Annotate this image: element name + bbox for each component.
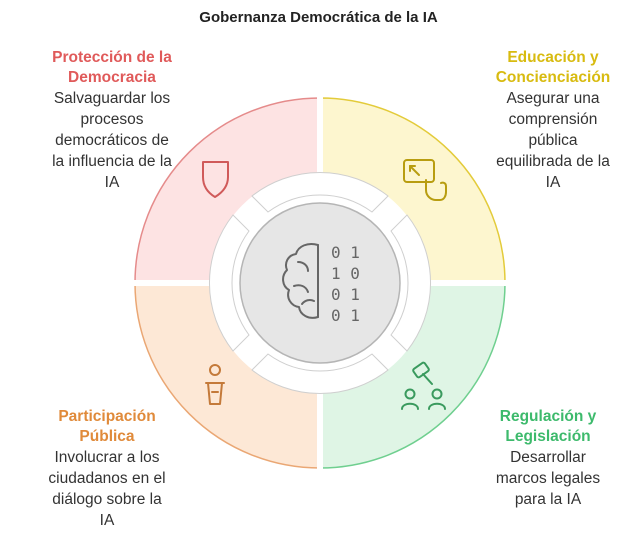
gavel-people-icon	[401, 361, 446, 410]
heading-line: Concienciación	[495, 69, 611, 86]
description-line: Salvaguardar los	[53, 90, 171, 107]
description-line: Asegurar una	[506, 90, 600, 107]
description-line: equilibrada de la	[496, 153, 610, 170]
description-line: IA	[99, 512, 115, 529]
binary-row: 0 1	[331, 285, 360, 304]
quadrant-description: Salvaguardar los procesos democráticos de l…	[22, 88, 202, 193]
description-line: para la IA	[514, 491, 582, 508]
binary-row: 1 0	[331, 264, 360, 283]
description-line: marcos legales	[495, 470, 601, 487]
quadrant-br-text: Regulación y Legislación Desarrollar marco…	[468, 407, 628, 510]
heading-line: Protección de la	[52, 49, 172, 66]
description-line: ciudadanos en el	[48, 470, 166, 487]
binary-digits: 0 1 1 0 0 1 0 1	[331, 243, 360, 325]
connector-arc-left	[209, 214, 250, 352]
description-line: comprensión	[508, 111, 598, 128]
heading-line: Participación	[58, 408, 156, 425]
touchscreen-icon	[403, 159, 447, 201]
heading-line: Educación y	[507, 49, 599, 66]
description-line: Desarrollar	[510, 449, 586, 466]
quadrant-tl-text: Protección de la Democracia Salvaguardar …	[22, 48, 202, 193]
quadrant-heading: Educación y Concienciación	[478, 48, 628, 88]
connector-arc-bottom	[251, 353, 389, 394]
binary-row: 0 1	[331, 243, 360, 262]
description-line: procesos	[80, 111, 144, 128]
description-line: la influencia de la	[52, 153, 172, 170]
description-line: diálogo sobre la	[52, 491, 162, 508]
quadrant-heading: Regulación y Legislación	[468, 407, 628, 447]
description-line: IA	[104, 174, 120, 191]
description-line: democráticos de	[55, 132, 169, 149]
quadrant-description: Involucrar a los ciudadanos en el diálogo …	[22, 447, 192, 531]
description-line: Involucrar a los	[54, 449, 160, 466]
connector-arc-top	[251, 172, 389, 213]
heading-line: Regulación y	[499, 408, 597, 425]
description-line: pública	[528, 132, 578, 149]
brain-binary-icon	[282, 243, 319, 319]
heading-line: Democracia	[68, 69, 156, 86]
heading-line: Legislación	[505, 428, 591, 445]
quadrant-heading: Protección de la Democracia	[22, 48, 202, 88]
diagram-title: Gobernanza Democrática de la IA	[199, 9, 438, 26]
heading-line: Pública	[79, 428, 135, 445]
quadrant-description: Asegurar una comprensión pública equilibrad…	[478, 88, 628, 193]
description-line: IA	[545, 174, 561, 191]
quadrant-tr-text: Educación y Concienciación Asegurar una co…	[478, 48, 628, 193]
center-circle	[239, 202, 401, 364]
speaker-podium-icon	[205, 364, 225, 405]
quadrant-description: Desarrollar marcos legales para la IA	[468, 447, 628, 510]
shield-icon	[202, 161, 229, 198]
binary-row: 0 1	[331, 306, 360, 325]
connector-arc-right	[390, 214, 431, 352]
